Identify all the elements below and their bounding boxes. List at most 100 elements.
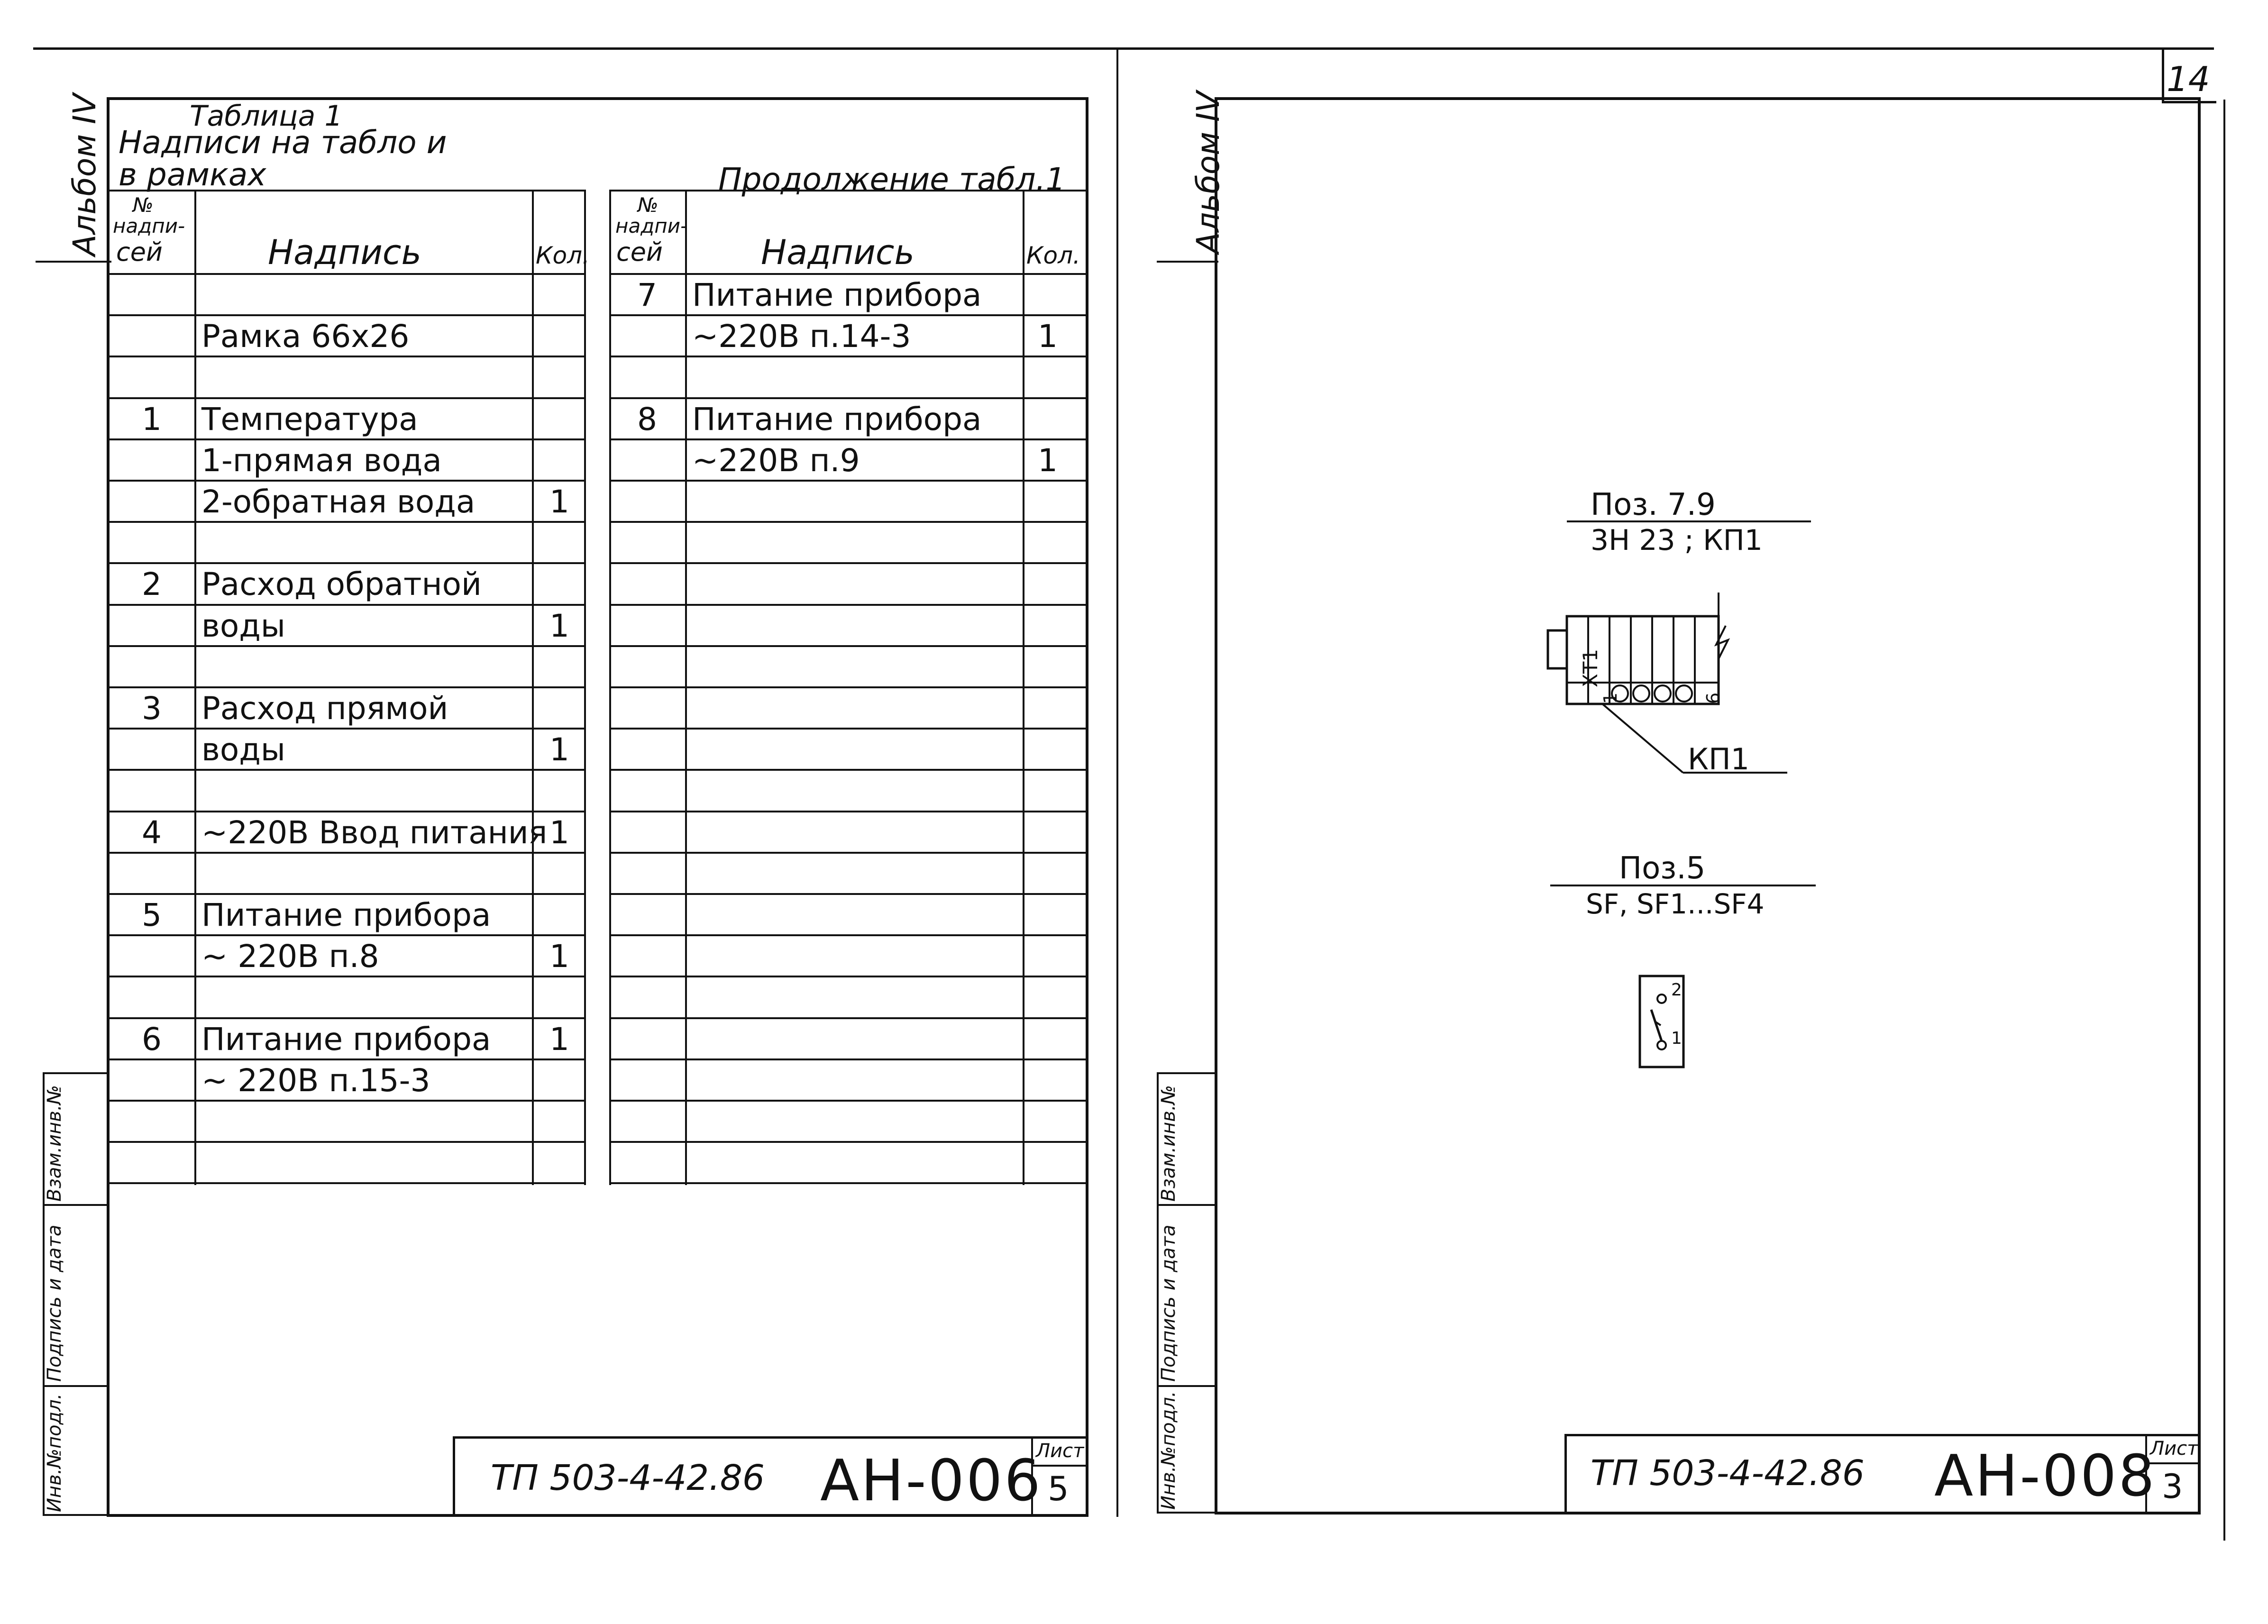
t1-row-line	[107, 562, 585, 564]
t1-row-line	[107, 811, 585, 812]
left-stamp-code: ТП 503-4-42.86	[491, 1458, 765, 1498]
t2-cell-text: ~220В п.14-3	[692, 318, 911, 355]
right-stamp-sheet-div	[2145, 1434, 2147, 1513]
t1-cell-qty: 1	[549, 484, 569, 520]
t1-cell-num: 3	[142, 690, 162, 727]
right-stamp-top	[1564, 1434, 2200, 1436]
pos1-bottom: 3Н 23 ; КП1	[1591, 524, 1763, 557]
t2-head-num-1: №	[638, 193, 658, 217]
left-stamp-sheet-h	[1031, 1465, 1087, 1467]
t2-row-line	[609, 934, 1088, 936]
t1-row-line	[107, 893, 585, 895]
left-frame-left	[107, 97, 110, 1517]
left-stamp-sheet-div	[1031, 1436, 1033, 1515]
t2-head-text: Надпись	[761, 232, 915, 272]
pos1-line	[1567, 520, 1811, 522]
right-side-label-sign: Подпись и дата	[1158, 1224, 1180, 1382]
left-stamp-doc: АН-006	[820, 1448, 1043, 1514]
t1-cell-text: Расход прямой	[201, 690, 448, 727]
terminal-label: ХТ1	[1579, 648, 1602, 687]
left-side-label-vzam: Взам.инв.№	[44, 1085, 65, 1202]
table-title-2: Надписи на табло и	[119, 124, 447, 161]
circuit-breaker-symbol	[1638, 975, 1685, 1068]
right-side-col	[1157, 1072, 1159, 1513]
t1-row-line	[107, 1100, 585, 1102]
t1-cell-text: 1-прямая вода	[201, 442, 442, 479]
terminal-callout: КП1	[1688, 742, 1750, 776]
left-side-div2	[43, 1385, 108, 1387]
terminal-block-diagram	[1546, 593, 1787, 774]
page-number-box	[2162, 50, 2216, 103]
t1-row-line	[107, 604, 585, 606]
t2-row-line	[609, 1017, 1088, 1019]
t1-row-line	[107, 480, 585, 482]
t1-head-num-2: надпи-	[113, 214, 185, 237]
t1-cell-num: 2	[142, 566, 162, 602]
right-frame-top	[1215, 97, 2201, 100]
t1-row-line	[107, 934, 585, 936]
table-title-1: Таблица 1	[190, 100, 343, 133]
t1-cell-qty: 1	[549, 814, 569, 851]
t1-cell-text: ~ 220В п.8	[201, 938, 379, 975]
right-stamp-sheet-label: Лист	[2150, 1438, 2198, 1460]
t1-row-line	[107, 769, 585, 771]
t2-head-num-2: надпи-	[615, 214, 688, 237]
right-side-top	[1157, 1072, 1216, 1074]
right-side-label-inv: Инв.№подл.	[1158, 1391, 1180, 1510]
t2-row-line	[609, 645, 1088, 647]
left-side-label-sign: Подпись и дата	[44, 1224, 65, 1382]
right-side-label-vzam: Взам.инв.№	[1158, 1085, 1180, 1202]
right-side-div1	[1157, 1204, 1216, 1206]
left-side-bottom	[43, 1514, 108, 1516]
t2-row-line	[609, 314, 1088, 316]
t2-row-line	[609, 769, 1088, 771]
t2-cell-text: Питание прибора	[692, 277, 982, 313]
left-side-label-inv: Инв.№подл.	[44, 1393, 65, 1512]
pos2-line	[1550, 885, 1816, 886]
t2-top	[609, 190, 1088, 192]
t1-cell-text: 2-обратная вода	[201, 484, 476, 520]
pos1-top: Поз. 7.9	[1591, 487, 1716, 522]
t2-cell-num: 7	[637, 277, 657, 313]
switch-pin-bottom: 1	[1671, 1029, 1682, 1048]
t2-row-line	[609, 1100, 1088, 1102]
t2-header-bottom	[609, 273, 1088, 275]
t2-row-line	[609, 438, 1088, 440]
left-stamp-sheet-label: Лист	[1036, 1440, 1084, 1462]
t1-row-line	[107, 1017, 585, 1019]
t1-head-num-3: сей	[116, 237, 163, 267]
t1-cell-text: Рамка 66х26	[201, 318, 410, 355]
t1-row-line	[107, 645, 585, 647]
t2-cell-text: Питание прибора	[692, 401, 982, 438]
t2-row-line	[609, 728, 1088, 730]
right-stamp-doc: АН-008	[1934, 1443, 2157, 1509]
t2-row-line	[609, 976, 1088, 977]
page-top-edge	[33, 47, 2214, 50]
t1-cell-text: Питание прибора	[201, 1021, 491, 1058]
t2-row-line	[609, 1141, 1088, 1143]
right-frame-left	[1215, 97, 1217, 1515]
center-fold-line	[1116, 47, 1118, 1517]
t2-row-line	[609, 562, 1088, 564]
t1-cell-num: 4	[142, 814, 162, 851]
right-side-div2	[1157, 1385, 1216, 1387]
t1-row-line	[107, 438, 585, 440]
t1-row-line	[107, 314, 585, 316]
t1-cell-text: Расход обратной	[201, 566, 482, 602]
t1-row-line	[107, 1141, 585, 1143]
left-frame-right	[1086, 97, 1088, 1517]
t1-cell-qty: 1	[549, 938, 569, 975]
t2-row-line	[609, 604, 1088, 606]
t1-cell-num: 5	[142, 897, 162, 933]
right-stamp-sheet-h	[2145, 1462, 2200, 1464]
right-frame-right	[2198, 97, 2201, 1515]
table-title-3: в рамках	[119, 156, 266, 193]
t1-cell-text: ~220В Ввод питания	[201, 814, 548, 851]
right-outer-edge	[2223, 100, 2225, 1541]
t1-row-line	[107, 521, 585, 523]
t1-row-line	[107, 356, 585, 357]
t1-row-line	[107, 1182, 585, 1184]
t1-row-line	[107, 397, 585, 399]
t2-row-line	[609, 480, 1088, 482]
t2-head-qty: Кол.	[1026, 242, 1080, 269]
